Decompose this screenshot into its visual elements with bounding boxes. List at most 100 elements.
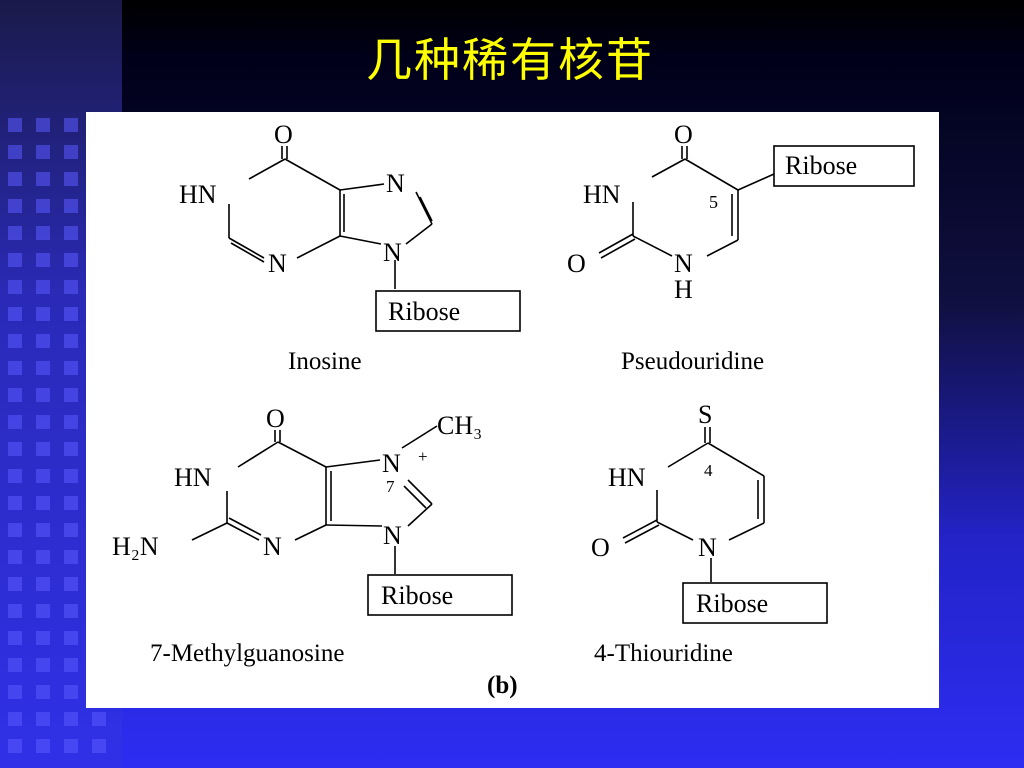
decorative-square: [64, 334, 78, 348]
decorative-square: [8, 577, 22, 591]
decorative-square: [8, 712, 22, 726]
decorative-square: [64, 388, 78, 402]
decorative-square: [64, 199, 78, 213]
decorative-square: [64, 469, 78, 483]
decorative-square: [36, 550, 50, 564]
decorative-square: [64, 307, 78, 321]
thiouridine-pos4: 4: [704, 461, 713, 480]
decorative-square: [8, 685, 22, 699]
decorative-square: [92, 739, 106, 753]
decorative-square: [8, 145, 22, 159]
decorative-square: [92, 712, 106, 726]
pseudouridine-o-top: O: [674, 120, 693, 149]
thiouridine-o: O: [591, 533, 610, 562]
decorative-square: [64, 550, 78, 564]
decorative-square: [8, 199, 22, 213]
decorative-square: [64, 604, 78, 618]
inosine-label: Inosine: [288, 348, 362, 375]
decorative-square: [64, 118, 78, 132]
diagram-panel: O HN N N N Ribose Inosine: [86, 112, 939, 708]
decorative-square: [36, 307, 50, 321]
pseudouridine-h: H: [674, 275, 693, 304]
thiouridine-structure: [622, 427, 828, 624]
decorative-square: [64, 172, 78, 186]
pseudouridine-o-left: O: [567, 249, 586, 278]
inosine-n-bottom: N: [383, 238, 402, 267]
pseudouridine-n: N: [674, 249, 693, 278]
decorative-square: [64, 631, 78, 645]
decorative-square: [36, 658, 50, 672]
decorative-square: [36, 442, 50, 456]
decorative-square: [64, 658, 78, 672]
decorative-square: [8, 442, 22, 456]
thiouridine-s: S: [698, 400, 712, 429]
methylguanosine-label: 7-Methylguanosine: [150, 640, 344, 667]
decorative-square: [8, 334, 22, 348]
decorative-square: [36, 172, 50, 186]
decorative-square: [8, 523, 22, 537]
decorative-square: [8, 280, 22, 294]
methylguanosine-n-plus: N: [382, 449, 401, 478]
decorative-square: [64, 226, 78, 240]
thiouridine-ribose: Ribose: [696, 589, 768, 618]
inosine-structure: [228, 146, 521, 332]
methylguanosine-hn: HN: [174, 463, 212, 492]
methylguanosine-plus: +: [418, 447, 428, 466]
decorative-square: [8, 658, 22, 672]
decorative-square: [8, 361, 22, 375]
decorative-square: [8, 118, 22, 132]
inosine-ribose: Ribose: [388, 297, 460, 326]
decorative-square: [36, 334, 50, 348]
thiouridine-n: N: [698, 533, 717, 562]
thiouridine-hn: HN: [608, 463, 646, 492]
decorative-square: [8, 469, 22, 483]
decorative-square: [36, 469, 50, 483]
inosine-o: O: [274, 120, 293, 149]
thiouridine-label: 4-Thiouridine: [594, 640, 733, 667]
decorative-square: [8, 172, 22, 186]
decorative-square: [8, 226, 22, 240]
decorative-square: [8, 307, 22, 321]
methylguanosine-h2n: H₂N: [112, 532, 159, 561]
methylguanosine-n-ring6: N: [263, 532, 282, 561]
decorative-square: [64, 577, 78, 591]
decorative-square: [36, 280, 50, 294]
methylguanosine-ribose: Ribose: [381, 581, 453, 610]
decorative-square: [36, 712, 50, 726]
panel-label: (b): [487, 672, 518, 699]
decorative-square: [8, 604, 22, 618]
decorative-square: [64, 145, 78, 159]
decorative-square: [64, 361, 78, 375]
decorative-square: [64, 442, 78, 456]
decorative-square: [8, 550, 22, 564]
decorative-square: [36, 145, 50, 159]
pseudouridine-ribose: Ribose: [785, 151, 857, 180]
methylguanosine-n-bottom: N: [383, 521, 402, 550]
pseudouridine-label: Pseudouridine: [621, 348, 764, 375]
decorative-square: [36, 118, 50, 132]
methylguanosine-pos7: 7: [386, 477, 395, 496]
decorative-square: [36, 226, 50, 240]
decorative-square: [36, 739, 50, 753]
decorative-square: [36, 361, 50, 375]
decorative-square: [64, 739, 78, 753]
decorative-square: [36, 604, 50, 618]
decorative-square: [64, 496, 78, 510]
decorative-square: [8, 388, 22, 402]
inosine-n-top: N: [386, 169, 405, 198]
pseudouridine-pos5: 5: [709, 192, 718, 212]
methylguanosine-ch3: CH₃: [437, 411, 482, 440]
decorative-square: [36, 388, 50, 402]
inosine-n-ring6: N: [268, 249, 287, 278]
decorative-square: [8, 496, 22, 510]
decorative-square: [36, 631, 50, 645]
decorative-square: [36, 415, 50, 429]
methylguanosine-structure: [191, 425, 513, 616]
decorative-square: [36, 577, 50, 591]
decorative-square: [64, 523, 78, 537]
decorative-square: [8, 253, 22, 267]
decorative-square: [64, 253, 78, 267]
decorative-square: [8, 631, 22, 645]
inosine-hn: HN: [179, 180, 217, 209]
decorative-square: [8, 415, 22, 429]
